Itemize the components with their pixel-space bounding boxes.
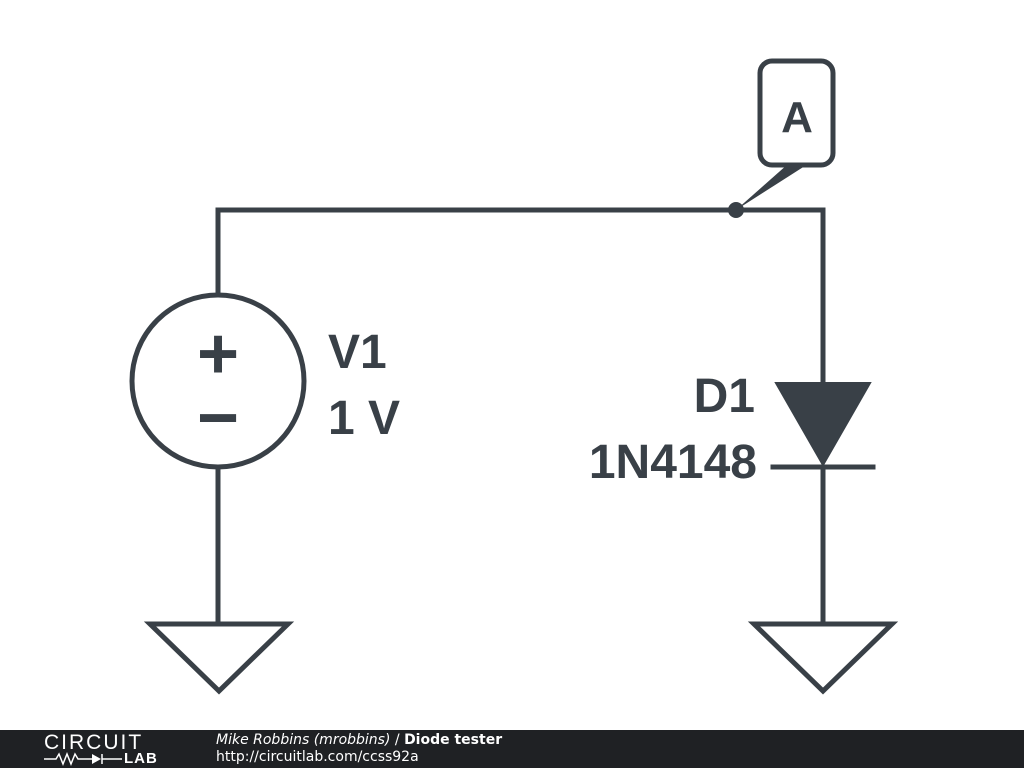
circuit-title[interactable]: Diode tester bbox=[404, 732, 503, 748]
title-separator: / bbox=[390, 732, 405, 748]
source-minus-sign: − bbox=[197, 378, 239, 458]
logo-text-bottom: LAB bbox=[124, 750, 158, 767]
footer-bar: CIRCUIT LAB Mike Robbins (mrobbins) / Di… bbox=[0, 730, 1024, 768]
source-plus-sign: + bbox=[197, 314, 239, 394]
circuit-schematic: A + − V1 1 V D1 1N4148 bbox=[129, 58, 899, 695]
top-wire bbox=[215, 207, 826, 388]
circuitlab-logo[interactable]: CIRCUIT LAB bbox=[36, 731, 186, 767]
probe-label: A bbox=[781, 93, 813, 142]
credit-block: Mike Robbins (mrobbins) / Diode tester h… bbox=[216, 732, 502, 766]
resistor-diode-icon bbox=[44, 752, 122, 766]
diode-part: 1N4148 bbox=[589, 436, 757, 489]
author-name[interactable]: Mike Robbins (mrobbins) bbox=[216, 732, 391, 748]
ground-symbol-left bbox=[143, 621, 295, 695]
source-value: 1 V bbox=[328, 392, 400, 445]
diode-name: D1 bbox=[694, 370, 755, 423]
diode-symbol bbox=[774, 382, 872, 468]
circuit-url-link[interactable]: http://circuitlab.com/ccss92a bbox=[216, 749, 419, 765]
source-name: V1 bbox=[328, 326, 387, 379]
logo-text-top: CIRCUIT bbox=[44, 731, 144, 754]
probe-pointer bbox=[736, 164, 808, 210]
probe-flag bbox=[757, 58, 836, 168]
ground-symbol-right bbox=[747, 621, 899, 695]
